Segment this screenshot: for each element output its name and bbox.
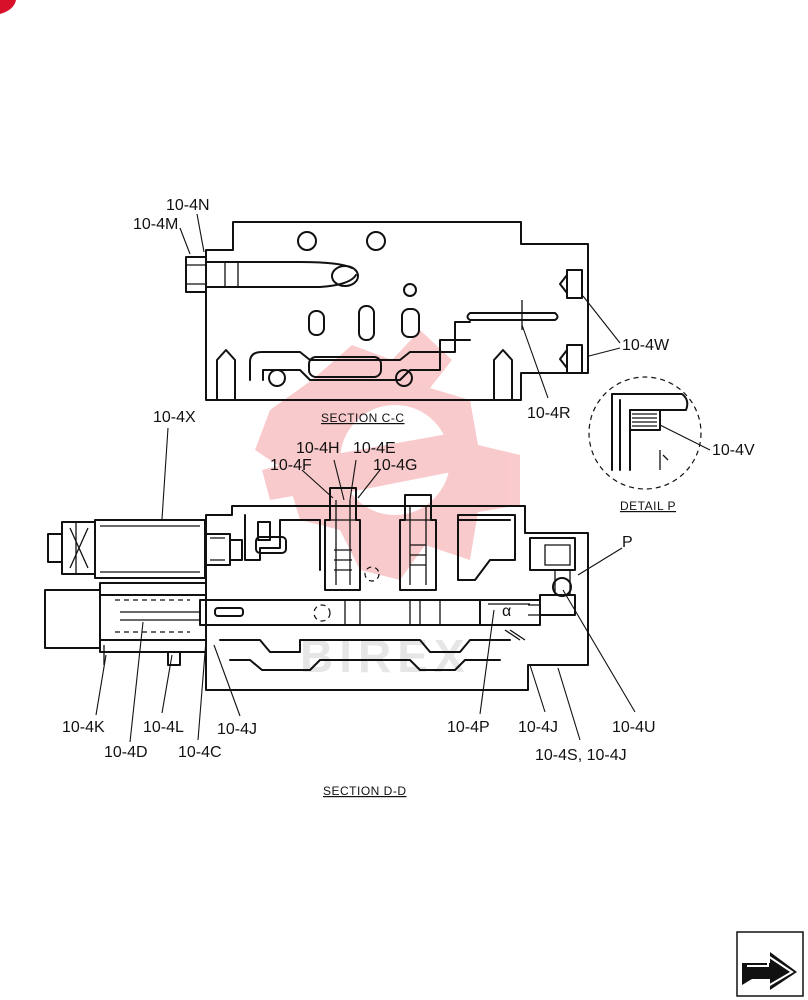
label-10-4n: 10-4N <box>166 197 210 214</box>
label-10-4h: 10-4H <box>296 440 340 457</box>
watermark-text: BIREX <box>300 630 471 682</box>
label-10-4v: 10-4V <box>712 442 755 459</box>
label-10-4g: 10-4G <box>373 457 417 474</box>
label-10-4k: 10-4K <box>62 719 105 736</box>
next-page-arrow-icon[interactable] <box>736 931 804 997</box>
section-dd-leaders <box>95 459 636 743</box>
label-10-4c: 10-4C <box>178 744 222 761</box>
section-dd-drawing <box>44 487 589 691</box>
label-10-4r: 10-4R <box>527 405 571 422</box>
brand-gear-watermark-icon <box>255 330 520 580</box>
label-10-4p: 10-4P <box>447 719 490 736</box>
detail-p-caption: DETAIL P <box>620 499 676 513</box>
label-10-4f: 10-4F <box>270 457 312 474</box>
red-corner-mark-icon <box>0 0 16 14</box>
label-10-4w: 10-4W <box>622 337 670 354</box>
section-cc-drawing <box>185 221 589 401</box>
label-10-4u: 10-4U <box>612 719 656 736</box>
label-10-4j-right: 10-4J <box>518 719 558 736</box>
label-10-4l: 10-4L <box>143 719 184 736</box>
section-cc-leaders <box>161 213 621 520</box>
svg-text:BIREX: BIREX <box>300 630 471 682</box>
label-10-4s-10-4j: 10-4S, 10-4J <box>535 747 627 764</box>
label-10-4m: 10-4M <box>133 216 178 233</box>
label-p: P <box>622 534 633 551</box>
label-10-4e: 10-4E <box>353 440 396 457</box>
label-10-4d: 10-4D <box>104 744 148 761</box>
label-10-4j-left: 10-4J <box>217 721 257 738</box>
label-10-4x: 10-4X <box>153 409 196 426</box>
detail-p-drawing <box>588 376 711 490</box>
label-alpha: α <box>502 603 511 620</box>
section-cc-caption: SECTION C-C <box>321 411 405 425</box>
section-dd-caption: SECTION D-D <box>323 784 407 798</box>
